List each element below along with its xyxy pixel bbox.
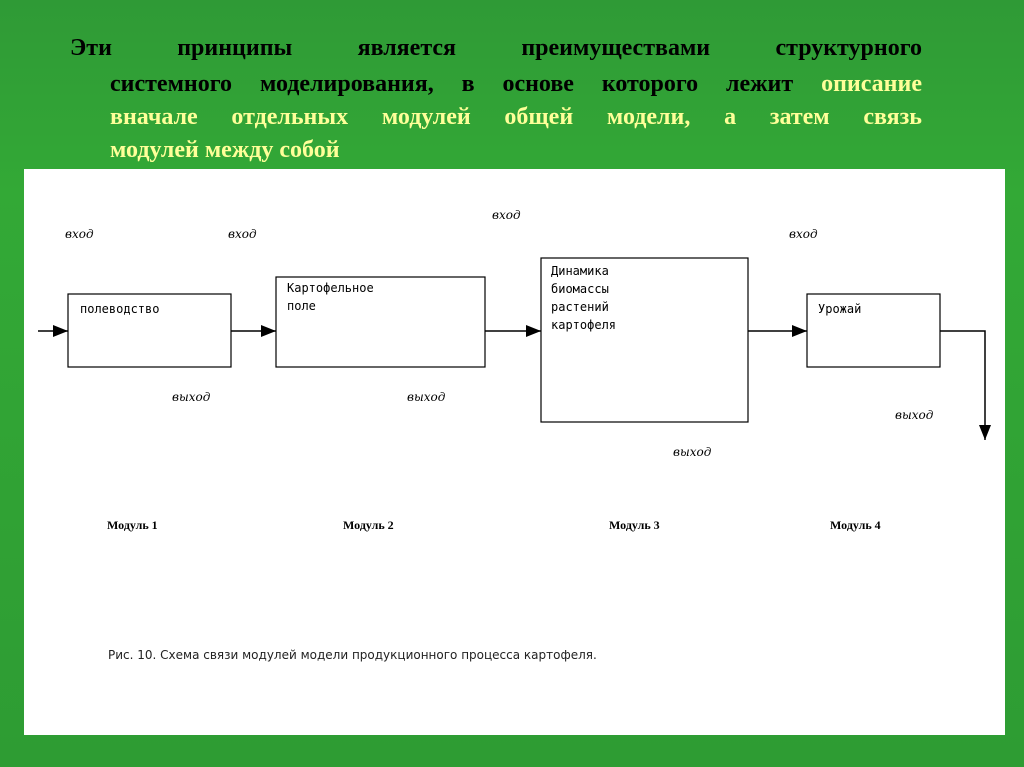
heading-highlight: модулей между собой: [110, 137, 340, 163]
input-label: вход: [492, 208, 521, 222]
heading-line-2: системного моделирования, в основе котор…: [110, 69, 922, 99]
module-label: Модуль 3: [609, 518, 660, 532]
heading-highlight: вначале отдельных модулей общей модели: [110, 104, 685, 130]
output-label: выход: [172, 390, 211, 404]
output-label: выход: [895, 408, 934, 422]
input-label: вход: [789, 227, 818, 241]
heading-text: , а затем связь: [684, 104, 923, 130]
module-1-text: полеводство: [80, 302, 160, 316]
diagram-panel: [24, 169, 1005, 735]
input-label: вход: [65, 227, 94, 241]
figure-caption: Рис. 10. Схема связи модулей модели прод…: [108, 648, 597, 662]
module-label: Модуль 4: [830, 518, 881, 532]
module-label: Модуль 1: [107, 518, 158, 532]
arrow-out: [940, 330, 991, 440]
module-3-box: [540, 257, 749, 423]
output-label: выход: [673, 445, 712, 459]
module-4-text: Урожай: [818, 302, 862, 316]
output-label: выход: [407, 390, 446, 404]
heading-text: системного моделирования, в основе котор…: [110, 71, 794, 97]
heading-text: Эти принципы является преимуществами стр…: [70, 35, 922, 61]
input-label: вход: [228, 227, 257, 241]
module-2-text: Картофельное поле: [287, 281, 374, 313]
heading-line-4: модулей между собой: [110, 135, 922, 165]
module-2-box: [275, 276, 486, 368]
heading-highlight: описание: [821, 71, 922, 97]
heading-line-3: вначале отдельных модулей общей модели, …: [110, 102, 922, 132]
module-3-text: Динамика биомассы растений картофеля: [551, 264, 617, 332]
module-label: Модуль 2: [343, 518, 394, 532]
heading-line-1: Эти принципы является преимуществами стр…: [70, 33, 922, 63]
